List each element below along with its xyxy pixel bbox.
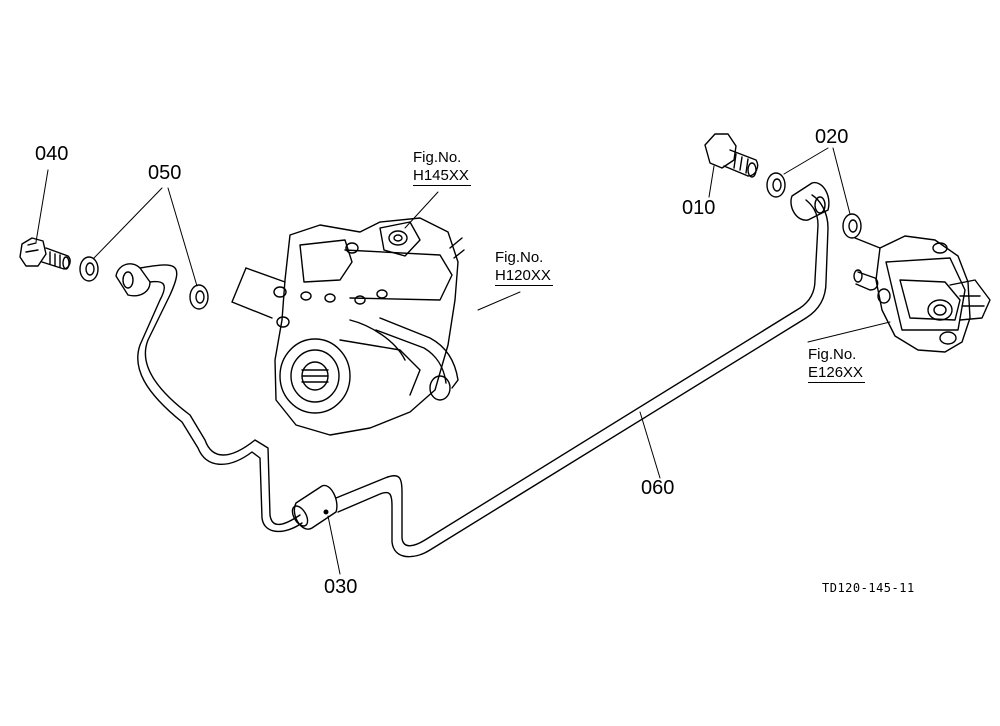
figure-ref-prefix: Fig.No. (413, 149, 462, 166)
washer-050-right (189, 284, 209, 310)
figure-ref-e126xx: Fig.No. E126XX (808, 346, 866, 383)
pointer-line (231, 267, 273, 319)
label-part-060: 060 (641, 477, 675, 499)
pointer-line (245, 267, 286, 283)
banjo-eye-left (115, 263, 151, 297)
banjo-bolt-040 (19, 237, 71, 270)
figure-ref-number: H120XX (495, 267, 553, 286)
figure-ref-prefix: Fig.No. (495, 249, 544, 266)
pipe-joint-030 (291, 484, 338, 530)
figure-ref-number: H145XX (413, 167, 471, 186)
label-part-050: 050 (148, 162, 182, 184)
washer-020-left (766, 172, 786, 198)
label-part-010: 010 (682, 197, 716, 219)
drawing-code: TD120-145-11 (822, 581, 915, 595)
label-part-040: 040 (35, 143, 69, 165)
washer-020-right (842, 213, 862, 239)
figure-ref-h120xx: Fig.No. H120XX (495, 249, 553, 286)
figure-ref-h145xx: Fig.No. H145XX (413, 149, 471, 186)
hydraulic-pump-assembly (273, 217, 465, 436)
label-part-020: 020 (815, 126, 849, 148)
washer-050-left (79, 256, 99, 282)
leader-lines (35, 147, 891, 575)
figure-ref-prefix: Fig.No. (808, 346, 857, 363)
pipe-060 (335, 194, 829, 558)
fuel-pump-assembly (853, 235, 991, 353)
label-part-030: 030 (324, 576, 358, 598)
figure-ref-number: E126XX (808, 364, 866, 383)
pipe-030 (137, 264, 303, 533)
banjo-eye-right (790, 181, 830, 221)
banjo-bolt-010 (704, 133, 759, 178)
